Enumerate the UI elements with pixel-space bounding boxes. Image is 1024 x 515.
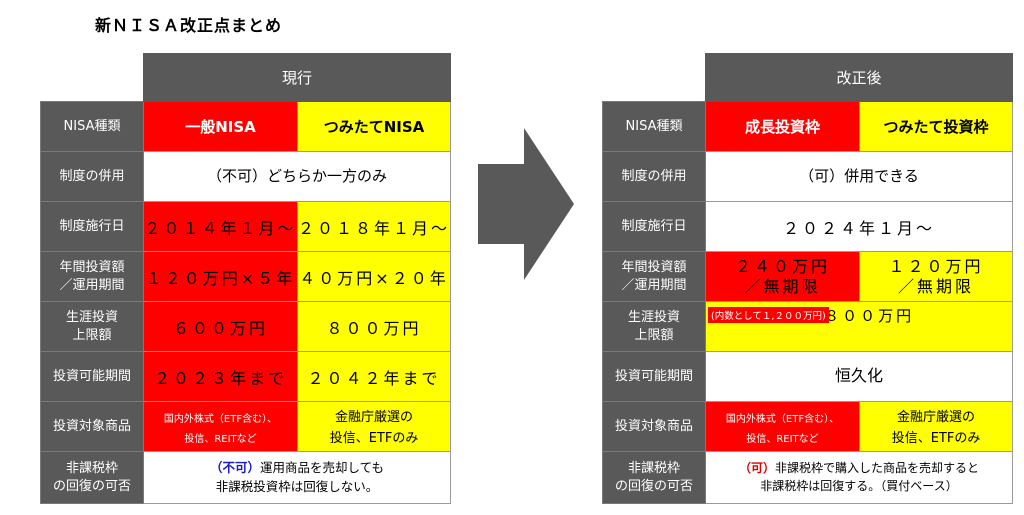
row-label-type: NISA種類 bbox=[40, 101, 144, 152]
current-nisa-table: 現行 NISA種類 一般NISA つみたてNISA 制度の併用 （不可）どちらか… bbox=[40, 53, 452, 504]
lifetime-tsumitate: ８００万円 bbox=[296, 301, 452, 352]
annual-tsumitate: ４０万円×２０年 bbox=[296, 251, 452, 302]
start-tsumitate: ２０１８年１月～ bbox=[296, 201, 452, 252]
annual-growth: ２４０万円 ／無期限 bbox=[705, 251, 860, 302]
row-label-type: NISA種類 bbox=[602, 101, 706, 152]
row-label-combo: 制度の併用 bbox=[40, 151, 144, 202]
row-label-recover: 非課税枠 の回復の可否 bbox=[602, 451, 706, 504]
row-label-period: 投資可能期間 bbox=[40, 351, 144, 402]
combo-value: （可）併用できる bbox=[704, 151, 1014, 202]
row-label-start: 制度施行日 bbox=[602, 201, 706, 252]
products-growth: 国内外株式（ETF含む）、 投信、REITなど bbox=[705, 401, 860, 452]
lifetime-total: 1,８００万円 bbox=[803, 307, 915, 325]
lifetime-value: 1,８００万円 (内数として１,２００万円) bbox=[704, 301, 1014, 352]
row-label-lifetime: 生涯投資 上限額 bbox=[602, 301, 706, 352]
recover-value: （不可）運用商品を売却しても 非課税投資枠は回復しない。 bbox=[142, 451, 452, 504]
products-tsumitate: 金融庁厳選の 投信、ETFのみ bbox=[296, 401, 452, 452]
annual-general: １２０万円×５年 bbox=[143, 251, 298, 302]
products-general: 国内外株式（ETF含む）、 投信、REITなど bbox=[143, 401, 298, 452]
lifetime-growth-sub: (内数として１,２００万円) bbox=[708, 307, 829, 323]
period-tsumitate: ２０４２年まで bbox=[296, 351, 452, 402]
row-label-start: 制度施行日 bbox=[40, 201, 144, 252]
start-value: ２０２４年１月～ bbox=[704, 201, 1014, 252]
revised-nisa-table: 改正後 NISA種類 成長投資枠 つみたて投資枠 制度の併用 （可）併用できる … bbox=[602, 53, 1014, 504]
start-general: ２０１４年１月～ bbox=[143, 201, 298, 252]
row-label-combo: 制度の併用 bbox=[602, 151, 706, 202]
period-general: ２０２３年まで bbox=[143, 351, 298, 402]
recover-value: （可）非課税枠で購入した商品を売却すると 非課税枠は回復する。（買付ベース） bbox=[704, 451, 1014, 504]
recover-tag: （不可） bbox=[209, 460, 260, 476]
growth-quota-cell: 成長投資枠 bbox=[705, 101, 860, 152]
row-label-annual: 年間投資額 ／運用期間 bbox=[602, 251, 706, 302]
recover-tag: （可） bbox=[738, 461, 775, 476]
row-label-lifetime: 生涯投資 上限額 bbox=[40, 301, 144, 352]
general-nisa-cell: 一般NISA bbox=[143, 101, 298, 152]
row-label-period: 投資可能期間 bbox=[602, 351, 706, 402]
row-label-recover: 非課税枠 の回復の可否 bbox=[40, 451, 144, 504]
products-tsumitate: 金融庁厳選の 投信、ETFのみ bbox=[858, 401, 1014, 452]
right-arrow-icon bbox=[478, 128, 574, 280]
page-title: 新ＮＩＳＡ改正点まとめ bbox=[95, 16, 283, 35]
tsumitate-quota-cell: つみたて投資枠 bbox=[858, 101, 1014, 152]
lifetime-general: ６００万円 bbox=[143, 301, 298, 352]
row-label-products: 投資対象商品 bbox=[602, 401, 706, 452]
row-label-annual: 年間投資額 ／運用期間 bbox=[40, 251, 144, 302]
tsumitate-nisa-cell: つみたてNISA bbox=[296, 101, 452, 152]
annual-tsumitate: １２０万円 ／無期限 bbox=[858, 251, 1014, 302]
row-label-products: 投資対象商品 bbox=[40, 401, 144, 452]
current-header: 現行 bbox=[142, 53, 452, 102]
combo-value: （不可）どちらか一方のみ bbox=[142, 151, 452, 202]
period-value: 恒久化 bbox=[704, 351, 1014, 402]
revised-header: 改正後 bbox=[704, 53, 1014, 102]
